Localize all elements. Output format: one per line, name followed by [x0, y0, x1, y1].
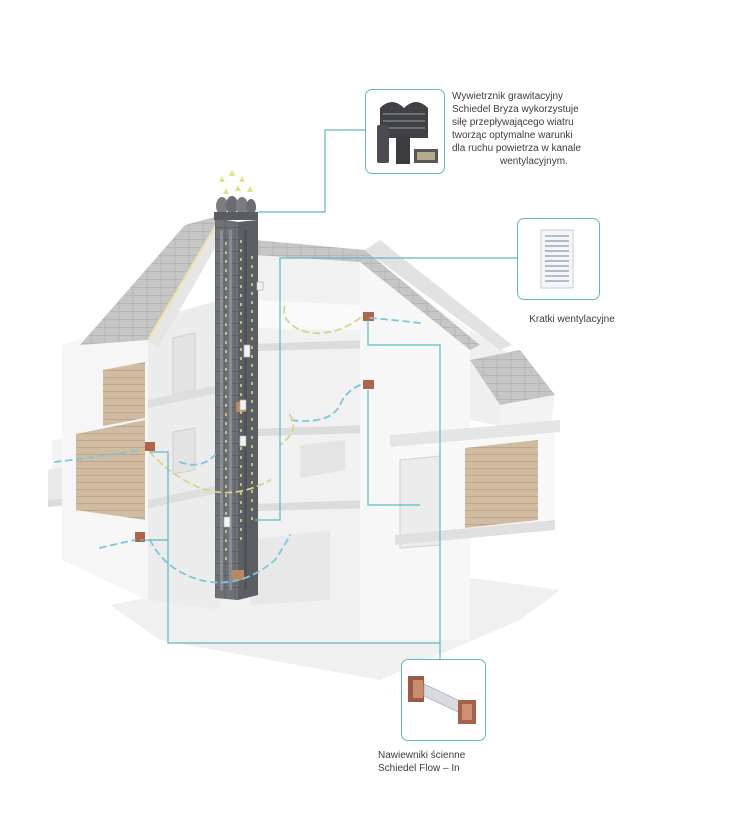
chimney-airflow	[225, 240, 253, 560]
flow-in-line: Nawiewniki ścienne	[378, 750, 466, 761]
bryza-line: tworząc optymalne warunki	[452, 130, 573, 141]
left-roof	[80, 214, 230, 348]
interior-grates	[223, 281, 264, 528]
flow-in-label: Nawiewniki ścienne Schiedel Flow – In	[378, 749, 518, 775]
bryza-line: siłę przepływającego wiatru	[452, 117, 574, 128]
callout-box-bryza	[365, 89, 445, 174]
callout-box-flow-in	[401, 659, 486, 741]
bryza-description: Wywietrznik grawitacyjny Schiedel Bryza …	[452, 90, 612, 168]
callout-box-grates	[517, 218, 600, 300]
airflow-paths	[54, 304, 421, 584]
flow-in-line: Schiedel Flow – In	[378, 763, 460, 774]
leader-lines	[140, 129, 517, 660]
exhaust-arrows	[219, 170, 253, 194]
bryza-line: wentylacyjnym.	[500, 156, 568, 167]
bryza-line: Schiedel Bryza wykorzystuje	[452, 104, 579, 115]
bryza-line: dla ruchu powietrza w kanale	[452, 143, 581, 154]
bryza-line: Wywietrznik grawitacyjny	[452, 91, 564, 102]
garage	[390, 420, 560, 549]
wall-vents	[135, 312, 374, 542]
grates-label: Kratki wentylacyjne	[529, 314, 615, 325]
chimney-ventilators	[214, 196, 258, 220]
